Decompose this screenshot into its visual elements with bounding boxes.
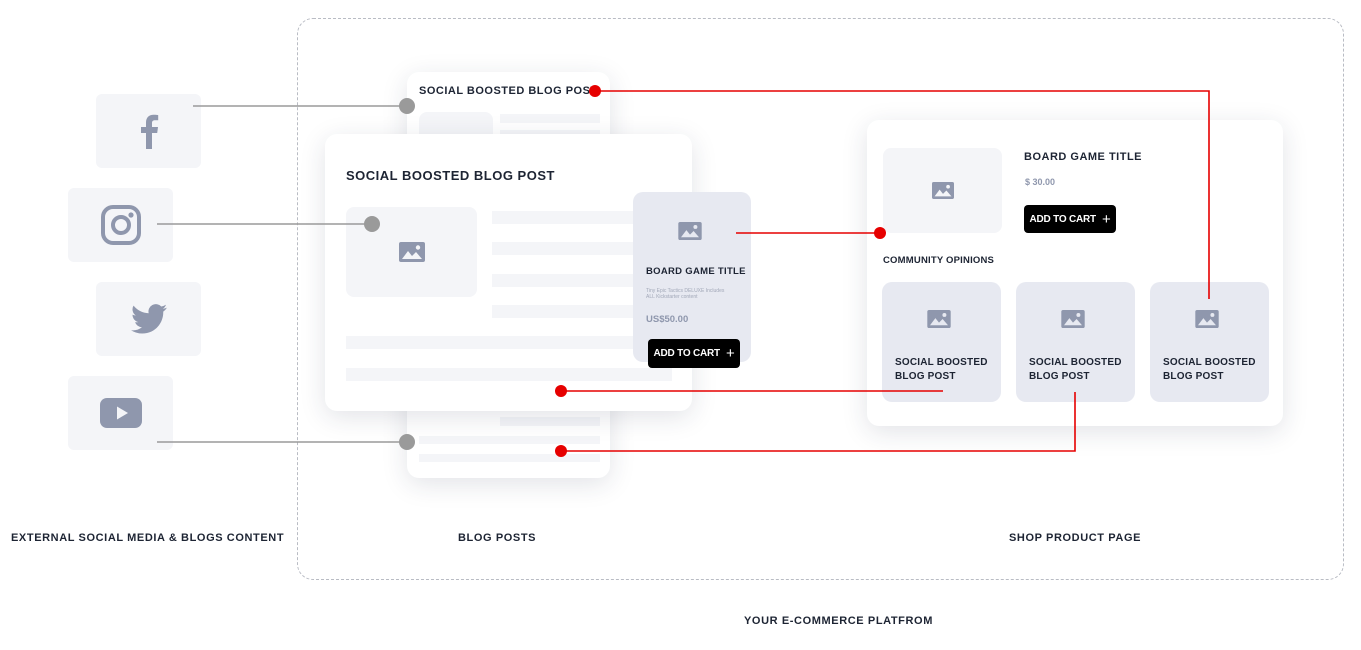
shop-add-to-cart-button[interactable]: ADD TO CART +	[1024, 205, 1116, 233]
image-icon	[678, 222, 702, 240]
widget-product-price: US$50.00	[646, 314, 689, 325]
shop-product-page-card: BOARD GAME TITLE $ 30.00 ADD TO CART + C…	[867, 120, 1283, 426]
blog-posts-caption: BLOG POSTS	[458, 532, 537, 544]
text-placeholder	[492, 211, 672, 224]
text-placeholder	[492, 242, 672, 255]
text-placeholder	[419, 454, 600, 462]
connector-dot	[555, 445, 567, 457]
add-to-cart-label: ADD TO CART	[653, 348, 720, 359]
plus-icon: +	[725, 345, 735, 362]
facebook-tile	[96, 94, 201, 168]
connector-dot	[364, 216, 380, 232]
opinion-card-label: SOCIAL BOOSTED BLOG POST	[1029, 357, 1122, 382]
twitter-icon	[130, 304, 167, 334]
ecommerce-platform-frame	[297, 18, 1344, 580]
blog-post-front-title: SOCIAL BOOSTED BLOG POST	[346, 168, 555, 183]
red-connector-dots	[555, 85, 886, 457]
widget-add-to-cart-button[interactable]: ADD TO CART +	[648, 339, 740, 368]
shop-product-title: BOARD GAME TITLE	[1024, 151, 1142, 163]
blog-post-back-title: SOCIAL BOOSTED BLOG POST	[419, 85, 598, 97]
blog-post-card-front: SOCIAL BOOSTED BLOG POST	[325, 134, 692, 411]
instagram-icon	[100, 205, 141, 245]
facebook-icon	[140, 114, 158, 149]
image-icon	[1061, 310, 1085, 328]
community-opinions-title: COMMUNITY OPINIONS	[883, 255, 995, 266]
connector-dot	[589, 85, 601, 97]
widget-product-title: BOARD GAME TITLE	[646, 266, 746, 277]
youtube-icon	[99, 398, 142, 428]
grey-connector-dots	[364, 98, 415, 450]
product-image-placeholder	[883, 148, 1002, 233]
opinion-card-label: SOCIAL BOOSTED BLOG POST	[1163, 357, 1256, 382]
text-placeholder	[346, 336, 672, 349]
twitter-tile	[96, 282, 201, 356]
opinion-card[interactable]: SOCIAL BOOSTED BLOG POST	[1150, 282, 1269, 402]
grey-connectors	[157, 105, 407, 443]
opinion-card[interactable]: SOCIAL BOOSTED BLOG POST	[1016, 282, 1135, 402]
connector-dot	[874, 227, 886, 239]
image-icon	[927, 310, 951, 328]
external-content-caption: EXTERNAL SOCIAL MEDIA & BLOGS CONTENT	[11, 532, 285, 544]
text-placeholder	[419, 436, 600, 444]
shop-page-caption: SHOP PRODUCT PAGE	[1009, 532, 1142, 544]
image-icon	[931, 182, 954, 199]
back-post-to-opinion-3	[595, 90, 1210, 299]
text-placeholder	[500, 417, 600, 426]
shop-product-price: $ 30.00	[1025, 177, 1056, 187]
text-placeholder	[492, 305, 672, 318]
youtube-tile	[68, 376, 173, 450]
text-placeholder	[346, 368, 672, 381]
text-placeholder	[492, 274, 672, 287]
image-icon	[398, 242, 425, 262]
opinion-card[interactable]: SOCIAL BOOSTED BLOG POST	[882, 282, 1001, 402]
connector-dot	[399, 98, 415, 114]
widget-product-description: Tiny Epic Tactics DELUXE Includes ALL Ki…	[646, 288, 725, 300]
red-connectors	[561, 90, 1210, 452]
instagram-tile	[68, 188, 173, 262]
back-post-to-opinion-2	[561, 392, 1076, 452]
product-widget: BOARD GAME TITLE Tiny Epic Tactics DELUX…	[633, 192, 751, 362]
text-placeholder	[500, 114, 600, 123]
add-to-cart-label: ADD TO CART	[1029, 213, 1096, 225]
platform-caption: YOUR E-COMMERCE PLATFROM	[744, 615, 933, 627]
opinion-card-label: SOCIAL BOOSTED BLOG POST	[895, 357, 988, 382]
connector-dot	[555, 385, 567, 397]
plus-icon: +	[1101, 210, 1111, 228]
image-icon	[1195, 310, 1219, 328]
connector-dot	[399, 434, 415, 450]
